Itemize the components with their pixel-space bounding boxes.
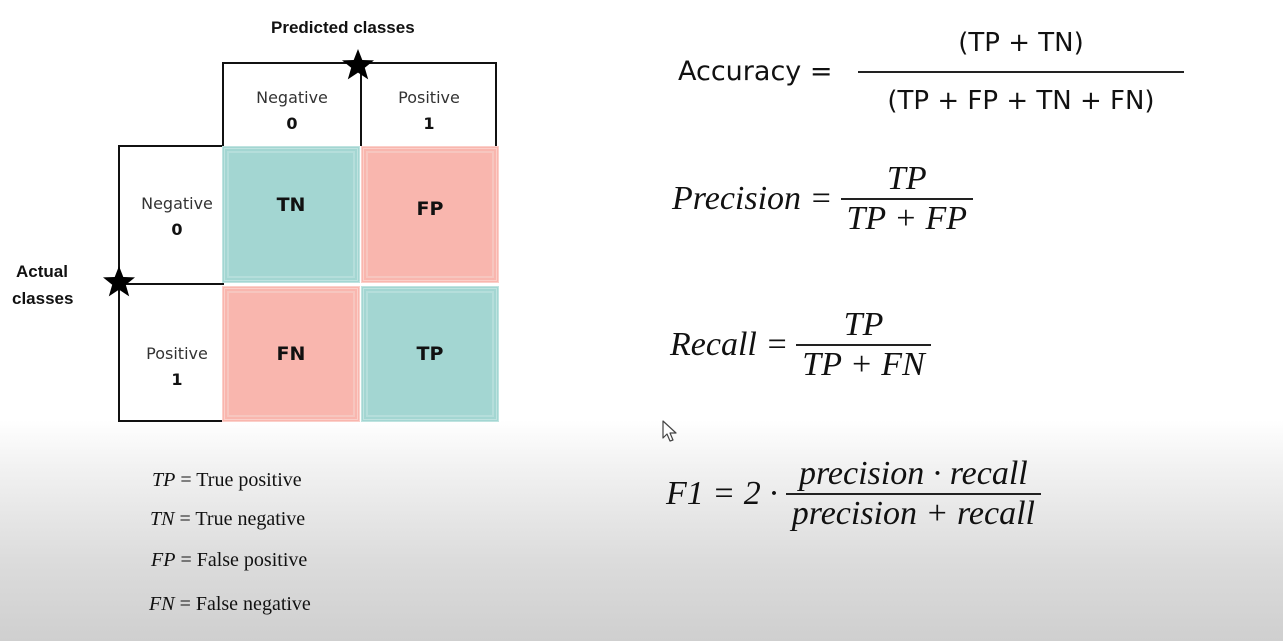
f1-formula: F1 = 2 · precision · recall precision + … — [666, 455, 1041, 533]
f1-denominator: precision + recall — [791, 495, 1035, 532]
grid-line-header-mid — [360, 62, 362, 146]
precision-numerator: TP — [886, 160, 927, 197]
recall-denominator: TP + FN — [802, 346, 925, 383]
recall-formula: Recall = TP TP + FN — [670, 306, 931, 384]
legend-item-fp: FP = False positive — [151, 549, 308, 571]
cell-false-positive: FP — [361, 146, 499, 283]
precision-fraction-bar — [840, 198, 974, 200]
grid-line-row-bottom — [118, 420, 224, 422]
recall-label: Recall = — [670, 326, 789, 363]
accuracy-label: Accuracy = — [678, 56, 833, 87]
grid-line-row-mid — [118, 283, 224, 285]
grid-line-header-left — [222, 62, 224, 146]
legend-item-tp: TP = True positive — [152, 469, 302, 491]
actual-classes-title: Actual classes — [12, 262, 74, 308]
f1-numerator: precision · recall — [798, 455, 1028, 492]
predicted-classes-title: Predicted classes — [271, 18, 415, 37]
grid-line-row-top — [118, 145, 224, 147]
cell-tn-label: TN — [276, 193, 306, 216]
f1-label: F1 = 2 · — [666, 475, 778, 512]
mouse-cursor-icon — [662, 420, 677, 442]
accuracy-fraction-bar — [858, 71, 1184, 73]
cell-fn-label: FN — [276, 343, 306, 365]
f1-fraction-bar — [785, 493, 1041, 495]
cell-false-negative: FN — [222, 286, 360, 422]
cell-tp-label: TP — [416, 343, 444, 365]
recall-numerator: TP — [843, 306, 884, 343]
precision-formula: Precision = TP TP + FP — [672, 160, 974, 238]
cell-true-positive: TP — [361, 286, 499, 422]
cell-fp-label: FP — [416, 197, 444, 220]
precision-denominator: TP + FP — [846, 200, 968, 237]
grid-line-header-right — [495, 62, 497, 146]
legend-item-tn: TN = True negative — [150, 508, 306, 530]
legend-item-fn: FN = False negative — [149, 593, 311, 615]
recall-fraction-bar — [796, 344, 931, 346]
accuracy-numerator: (TP + TN) — [958, 28, 1084, 58]
star-icon — [103, 266, 135, 297]
precision-label: Precision = — [672, 180, 833, 217]
accuracy-denominator: (TP + FP + TN + FN) — [887, 86, 1155, 116]
cell-true-negative: TN — [222, 146, 360, 283]
star-icon — [342, 49, 374, 80]
